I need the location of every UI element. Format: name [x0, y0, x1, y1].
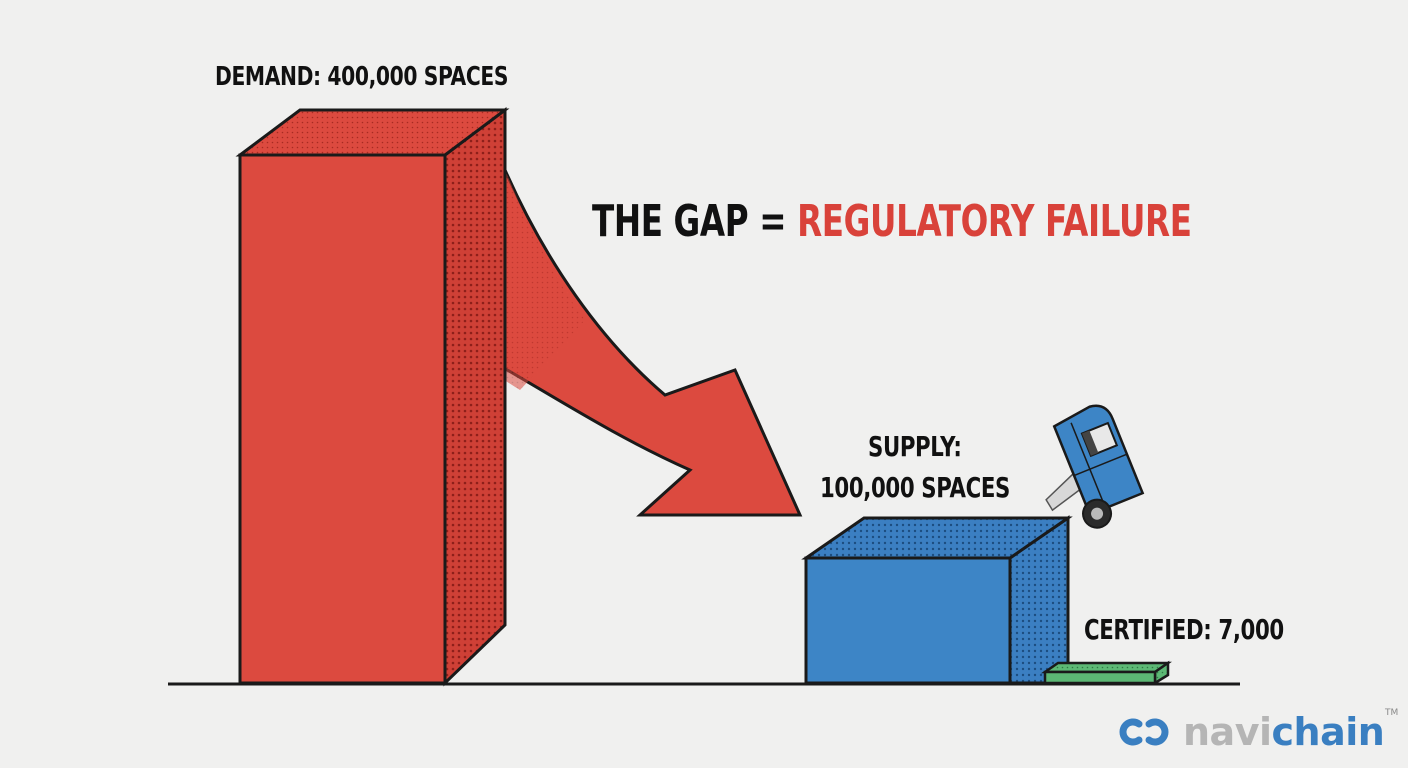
supply-label-line2: 100,000 SPACES	[820, 471, 1010, 504]
headline: THE GAP = REGULATORY FAILURE	[592, 196, 1192, 247]
truck-icon	[1045, 404, 1145, 529]
supply-bar	[801, 515, 1073, 685]
headline-prefix: THE GAP =	[592, 196, 787, 247]
supply-label-line1: SUPPLY:	[868, 430, 962, 463]
trademark: TM	[1385, 708, 1399, 718]
headline-emphasis: REGULATORY FAILURE	[797, 196, 1192, 247]
logo-text-chain: chain	[1271, 710, 1385, 754]
certified-bar	[1040, 660, 1173, 686]
navichain-logo: navichain TM	[1115, 708, 1398, 754]
demand-bar	[235, 107, 510, 687]
logo-text-navi: navi	[1183, 710, 1272, 754]
chain-link-icon	[1119, 718, 1169, 746]
demand-label: DEMAND: 400,000 SPACES	[215, 62, 509, 92]
certified-label: CERTIFIED: 7,000	[1084, 613, 1284, 646]
